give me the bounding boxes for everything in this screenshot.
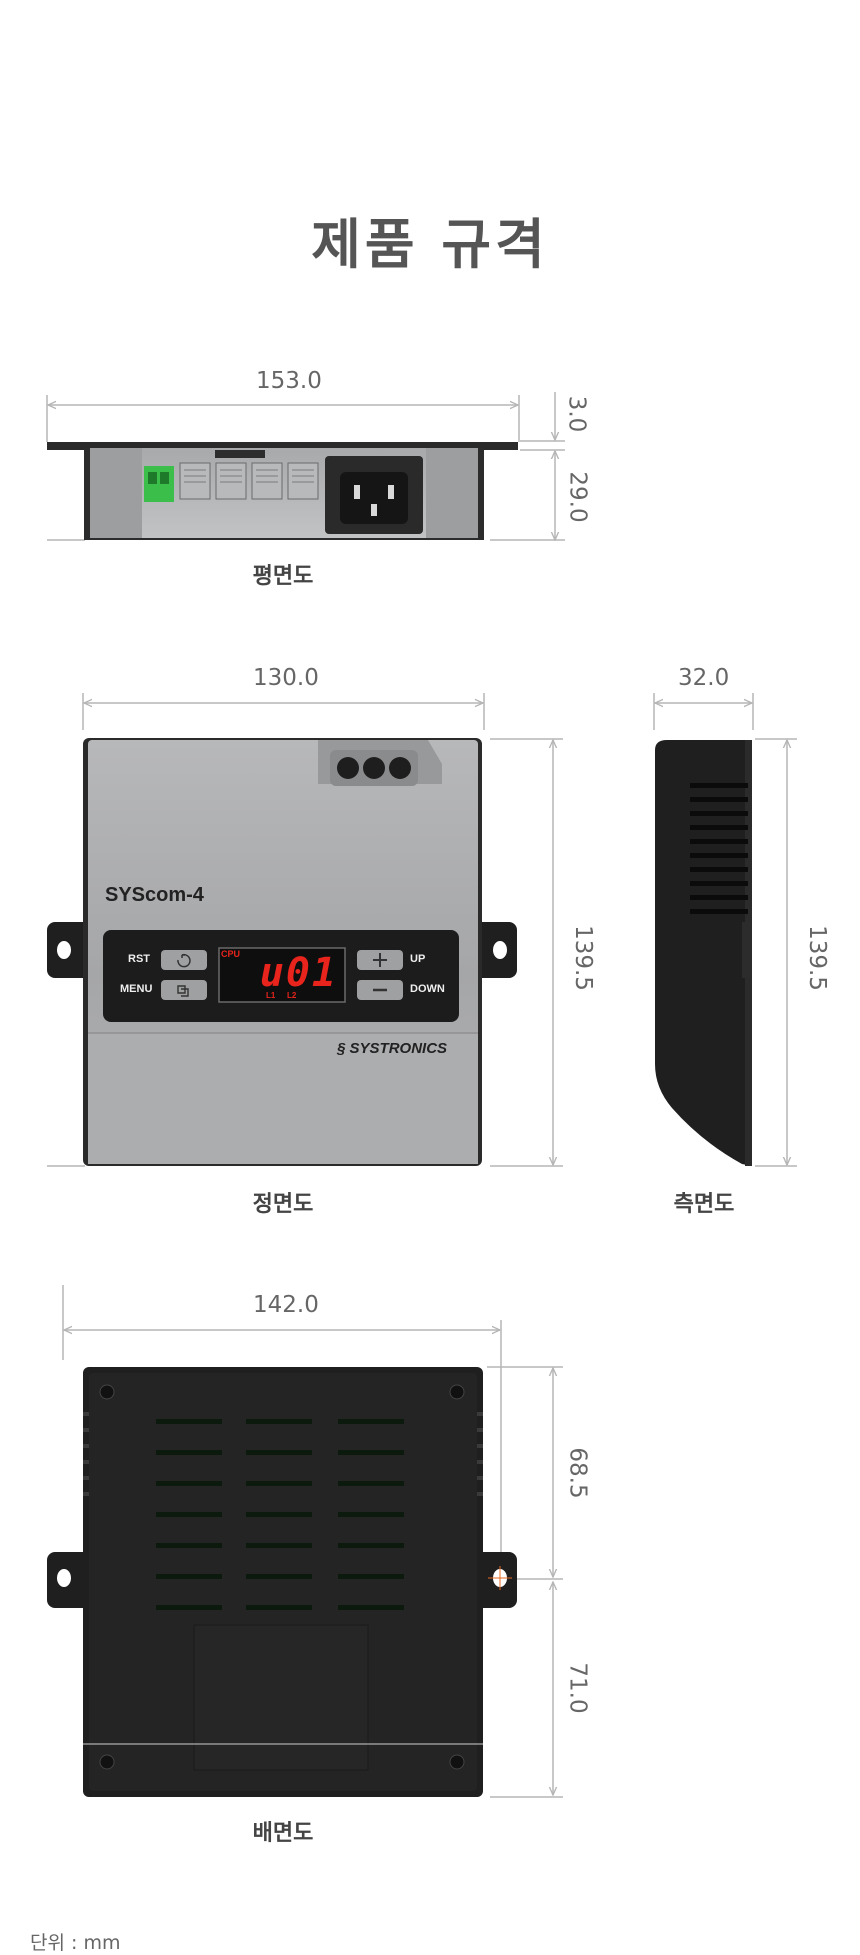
top-body-right-panel [426,448,478,538]
side-vents [690,783,748,914]
power-pin [371,504,377,516]
back-label-recess [193,1624,369,1771]
front-height-label: 139.5 [569,925,596,991]
connector-hole [389,757,411,779]
side-ear [742,922,752,978]
rst-label: RST [128,953,150,965]
back-side-ribs [83,1412,483,1496]
mount-hole [493,941,507,959]
power-pin [354,485,360,499]
display-readout: u01 [259,950,338,996]
screw [99,1384,115,1400]
screw [449,1384,465,1400]
page-title: 제품 규격 [311,213,549,276]
model-name: SYScom-4 [105,884,204,906]
front-width-label: 130.0 [253,665,319,691]
brand-logo: § SYSTRONICS [337,1040,447,1057]
power-socket [340,472,408,524]
side-height-label: 139.5 [803,925,830,991]
reset-icon [177,953,191,968]
unit-label: 단위 : mm [30,1932,121,1954]
menu-button[interactable] [161,980,207,1000]
front-view-caption: 정면도 [252,1192,314,1217]
up-label: UP [410,953,426,965]
mount-hole [57,1569,71,1587]
mount-flange [47,442,518,450]
side-view-caption: 측면도 [673,1192,735,1217]
back-vents [156,1419,404,1610]
menu-label: MENU [120,983,153,995]
screw [449,1754,465,1770]
back-height-top-label: 68.5 [564,1447,591,1499]
front-view [47,693,563,1167]
display-screen [218,947,346,1003]
back-height-bottom-label: 71.0 [564,1662,591,1714]
connector-hole [337,757,359,779]
rj-ports [179,462,319,500]
side-view [653,693,797,1167]
top-height-main-label: 29.0 [564,471,591,523]
back-view-caption: 배면도 [252,1821,314,1846]
l2-indicator: L2 [287,991,297,1000]
back-panel [89,1373,477,1791]
top-view-caption: 평면도 [252,564,314,589]
top-view [46,392,565,540]
screw [99,1754,115,1770]
back-view [47,1285,563,1798]
front-lower-panel [88,1034,478,1164]
down-label: DOWN [410,983,445,995]
rst-button[interactable] [161,950,207,970]
side-body [655,740,752,1166]
top-height-small-label: 3.0 [563,395,590,433]
terminal-slot [160,472,169,484]
side-width-label: 32.0 [678,665,730,691]
back-width-label: 142.0 [253,1292,319,1318]
menu-icon [177,985,189,997]
top-label-strip [215,450,265,458]
top-width-label: 153.0 [256,368,322,394]
brand-name: SYSTRONICS [349,1040,448,1057]
l1-indicator: L1 [266,991,276,1000]
power-pin [388,485,394,499]
brand-mark-icon: § [337,1040,346,1057]
top-body-left-panel [90,448,142,538]
mount-hole [57,941,71,959]
cpu-indicator: CPU [221,949,241,959]
connector-hole [363,757,385,779]
plus-icon [373,953,387,967]
terminal-slot [148,472,157,484]
